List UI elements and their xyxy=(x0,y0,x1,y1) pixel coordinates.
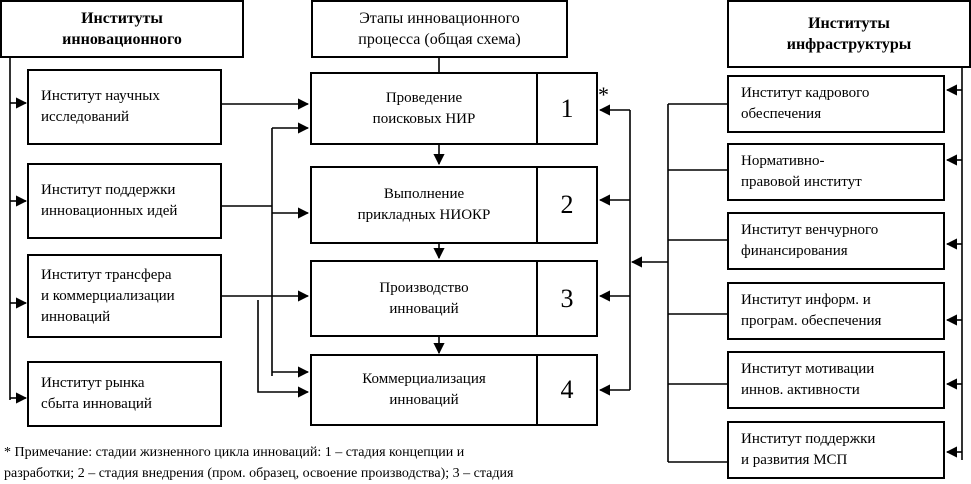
stage-4-number: 4 xyxy=(536,354,598,426)
right-institute-6: Институт поддержки и развития МСП xyxy=(727,421,945,479)
stage-3-number: 3 xyxy=(536,260,598,337)
stage-1-label: Проведение поисковых НИР xyxy=(372,89,476,127)
stage-marker-asterisk: * xyxy=(598,82,609,107)
right-institute-3-label: Институт венчурного финансирования xyxy=(741,222,879,259)
stage-3-label: Производство инноваций xyxy=(379,279,469,317)
left-institute-3: Институт трансфера и коммерциализации ин… xyxy=(27,254,222,338)
right-institute-2: Нормативно- правовой институт xyxy=(727,143,945,201)
left-institute-1: Институт научных исследований xyxy=(27,69,222,145)
right-header-box: Институты инфраструктуры xyxy=(727,0,971,68)
stage-4-label: Коммерциализация инноваций xyxy=(362,371,486,408)
left-institute-2: Институт поддержки инновационных идей xyxy=(27,163,222,239)
stage-3-box: Производство инноваций xyxy=(310,260,538,337)
stage-4-box: Коммерциализация инноваций xyxy=(310,354,538,426)
left-institute-1-label: Институт научных исследований xyxy=(41,88,160,125)
right-institute-4: Институт информ. и програм. обеспечения xyxy=(727,282,945,340)
stage-4-number-text: 4 xyxy=(560,375,574,404)
center-header-text: Этапы инновационного процесса (общая схе… xyxy=(358,10,521,48)
stage-2-label: Выполнение прикладных НИОКР xyxy=(357,186,491,223)
stage-3-number-text: 3 xyxy=(560,283,574,313)
right-institute-1-label: Институт кадрового обеспечения xyxy=(741,85,870,122)
left-institute-4: Институт рынка сбыта инноваций xyxy=(27,361,222,427)
left-header-text: Институты инновационного xyxy=(62,10,182,48)
right-institute-3: Институт венчурного финансирования xyxy=(727,212,945,270)
inst3-to-stage4-line xyxy=(257,300,310,398)
center-header-box: Этапы инновационного процесса (общая схе… xyxy=(311,0,568,58)
left-header-box: Институты инновационного xyxy=(0,0,244,58)
right-institute-6-label: Институт поддержки и развития МСП xyxy=(741,431,876,468)
stage-2-number-text: 2 xyxy=(560,190,574,219)
right-institute-1: Институт кадрового обеспечения xyxy=(727,75,945,133)
footnote-text: * Примечание: стадии жизненного цикла ин… xyxy=(4,445,514,481)
right-institute-5: Институт мотивации иннов. активности xyxy=(727,351,945,409)
stage-1-number: 1 xyxy=(536,72,598,145)
right-institute-5-label: Институт мотивации иннов. активности xyxy=(741,361,875,398)
left-institute-2-label: Институт поддержки инновационных идей xyxy=(41,182,178,219)
right-header-text: Институты инфраструктуры xyxy=(786,15,912,53)
left-institute-4-label: Институт рынка сбыта инноваций xyxy=(41,375,152,412)
stage-2-number: 2 xyxy=(536,166,598,244)
stage-2-box: Выполнение прикладных НИОКР xyxy=(310,166,538,244)
left-institute-3-label: Институт трансфера и коммерциализации ин… xyxy=(41,266,175,325)
right-institute-4-label: Институт информ. и програм. обеспечения xyxy=(741,292,882,329)
stage-1-box: Проведение поисковых НИР xyxy=(310,72,538,145)
stage-1-number-text: 1 xyxy=(560,93,574,123)
right-institute-2-label: Нормативно- правовой институт xyxy=(741,153,862,190)
